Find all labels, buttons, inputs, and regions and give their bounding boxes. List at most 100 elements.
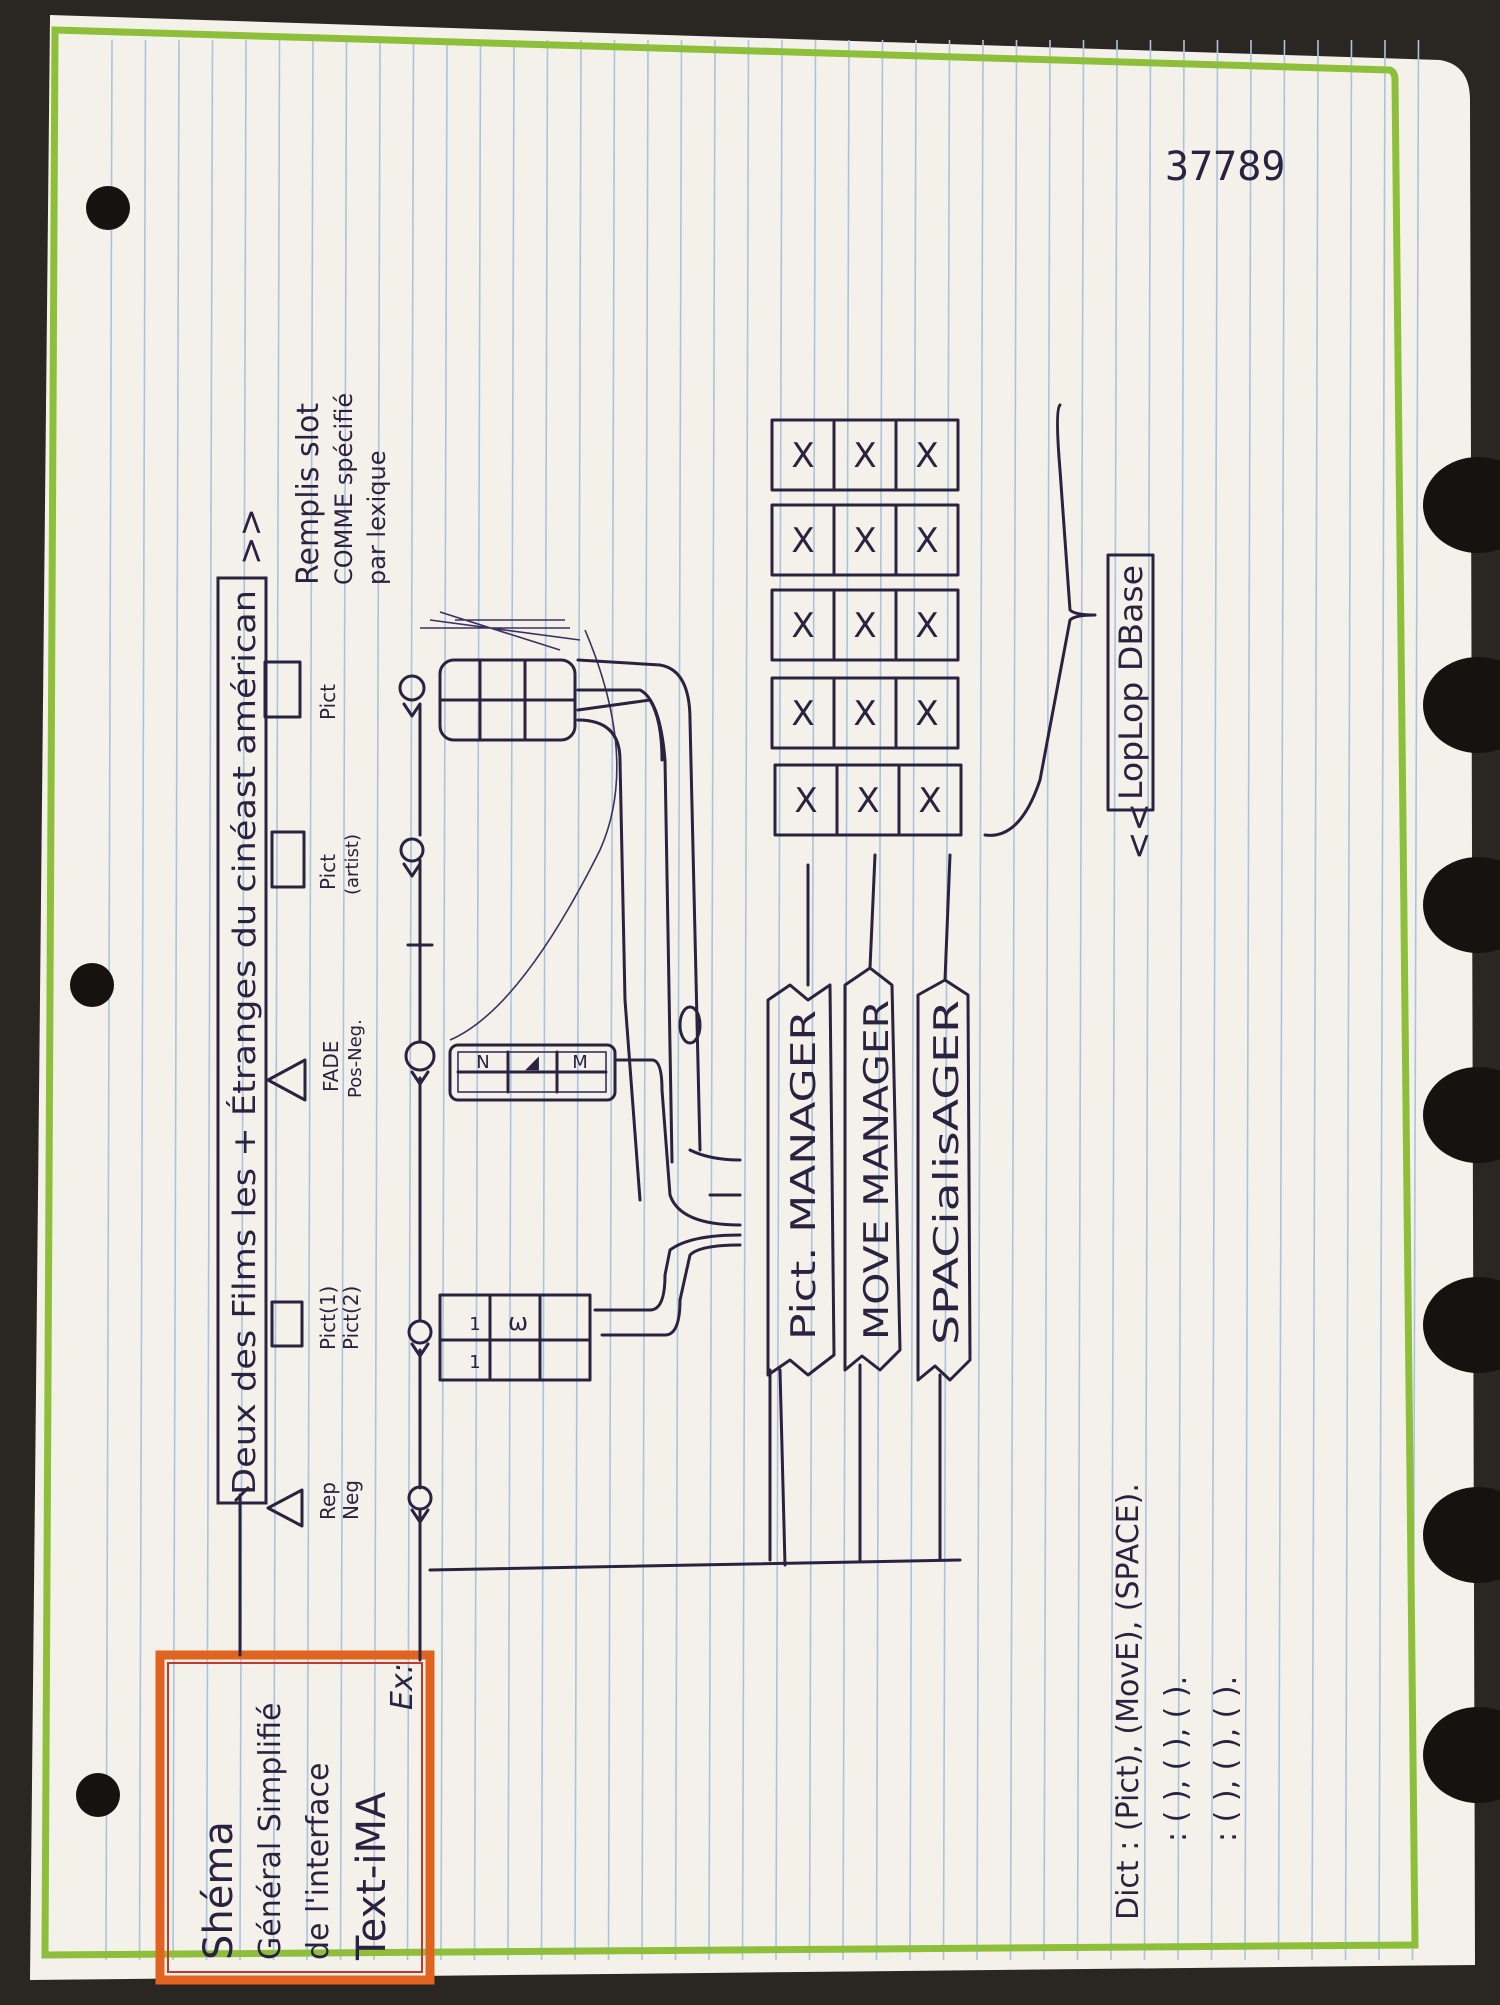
database-cell-mark: X — [915, 436, 938, 476]
timeline — [398, 674, 436, 1572]
database-cell-mark: X — [915, 694, 938, 734]
rule-line — [641, 39, 649, 1961]
rule-line — [775, 39, 783, 1961]
rule-line — [875, 39, 884, 1961]
database-cell — [894, 503, 960, 577]
manager-connectors — [576, 658, 742, 1337]
rule-line — [674, 39, 683, 1961]
rule-line — [473, 39, 482, 1961]
title-line-2: Général Simplifié — [253, 1703, 288, 1960]
slot-pict-artist: Pict (artist) — [270, 830, 363, 895]
rule-line — [1344, 39, 1353, 1961]
database-cell-mark: X — [915, 606, 938, 646]
grid-b: N ◢ M — [448, 1043, 617, 1102]
rule-line — [976, 39, 984, 1961]
rule-line — [1177, 39, 1185, 1961]
manager-spacial-label: SPACialisAGER — [927, 1000, 967, 1345]
rule-line — [708, 39, 716, 1961]
slot-fade: FADE Pos-Neg. — [266, 1019, 366, 1102]
rule-line — [406, 39, 415, 1961]
slot-fade-line-1: FADE — [319, 1041, 343, 1092]
slot-pict-line-1: Pict — [316, 684, 340, 720]
rule-line — [574, 39, 582, 1961]
film-bar-label: Deux des Films les + Étranges du cinéast… — [227, 590, 263, 1495]
rule-line — [1378, 39, 1386, 1961]
rule-line — [942, 39, 951, 1961]
rule-line — [1244, 39, 1252, 1961]
margin-border — [41, 26, 1419, 1959]
dict-line-2: : ( ), ( ), ( ). — [1159, 1676, 1194, 1842]
grid-a-cell-5: ω — [508, 1308, 528, 1336]
rule-line — [808, 39, 817, 1961]
database-cell-mark: X — [853, 436, 876, 476]
side-note-line-3: par lexique — [363, 450, 391, 585]
side-note-line-2: COMME spécifié — [330, 393, 358, 585]
ex-label: Ex: — [385, 1663, 420, 1710]
rule-line — [339, 39, 348, 1961]
database-arrow: << — [1119, 803, 1159, 860]
database-cell-mark: X — [915, 521, 938, 561]
serial-number: 37789 — [1165, 144, 1285, 190]
rule-line — [1311, 39, 1319, 1961]
rule-line — [306, 39, 314, 1961]
database-brace — [983, 403, 1097, 837]
manager-pict-label: Pict. MANAGER — [784, 1010, 824, 1340]
grid-a-cell-2: 1 — [469, 1352, 480, 1373]
rule-line — [373, 39, 381, 1961]
rule-line — [741, 39, 750, 1961]
slot-pict-artist-line-2: (artist) — [342, 834, 363, 895]
rule-line — [1143, 39, 1152, 1961]
database-cell-mark: X — [918, 781, 941, 821]
slot-rep-neg: Rep Neg — [266, 1480, 363, 1528]
film-bar-arrow: >> — [231, 508, 271, 565]
title-line-4: Text-iMA — [349, 1791, 395, 1961]
notch-tabs — [1423, 457, 1500, 1803]
database-cell — [894, 588, 960, 662]
rule-line — [607, 39, 616, 1961]
database-cell-mark: X — [853, 521, 876, 561]
slot-pict-1-2: Pict(1) Pict(2) — [270, 1286, 363, 1350]
database-label-box: LopLop DBase << — [1106, 553, 1159, 860]
rule-line — [205, 39, 214, 1961]
grid-a: 1 1 ω — [438, 1293, 592, 1382]
rule-line — [138, 39, 147, 1961]
rule-line — [1009, 39, 1018, 1961]
title-line-1: Shéma — [196, 1821, 242, 1960]
database-cell-mark: X — [791, 521, 814, 561]
grid-b-cell-1: N — [476, 1052, 489, 1073]
bus-lines — [428, 1368, 962, 1572]
manager-spacial: SPACialisAGER — [916, 853, 972, 1562]
grid-a-cell-1: 1 — [469, 1314, 480, 1335]
rule-line — [1043, 39, 1051, 1961]
rule-line — [172, 39, 180, 1961]
grid-b-cell-2: ◢ — [525, 1052, 539, 1073]
dict-line-3: : ( ), ( ), ( ). — [1209, 1676, 1244, 1842]
slot-pict-1-2-line-2: Pict(2) — [339, 1286, 363, 1350]
database-cell-mark: X — [794, 781, 817, 821]
database-cell — [894, 676, 960, 750]
rule-line — [507, 39, 515, 1961]
database-cell — [897, 763, 963, 837]
side-note: Remplis slot COMME spécifié par lexique — [291, 393, 391, 585]
binder-holes — [70, 186, 130, 1817]
grid-b-cell-3: M — [572, 1052, 588, 1073]
title-line-3: de l'interface — [301, 1763, 336, 1960]
rule-line — [909, 39, 917, 1961]
slot-pict: Pict — [263, 660, 340, 720]
rule-line — [1076, 39, 1085, 1961]
dict-line-1: Dict : (Pict), (MovE), (SPACE). — [1111, 1483, 1146, 1920]
slot-rep-neg-line-1: Rep — [316, 1482, 340, 1520]
database-cell-mark: X — [791, 694, 814, 734]
film-bar: Deux des Films les + Étranges du cinéast… — [216, 508, 271, 1505]
database-label: LopLop DBase — [1112, 565, 1150, 800]
slot-pict-1-2-line-1: Pict(1) — [316, 1286, 340, 1350]
side-note-line-1: Remplis slot — [291, 403, 326, 585]
slot-pict-artist-line-1: Pict — [316, 854, 340, 890]
database-cell — [894, 418, 960, 492]
slot-fade-line-2: Pos-Neg. — [345, 1019, 366, 1098]
rule-line — [1210, 39, 1219, 1961]
ruled-lines — [105, 39, 1420, 1961]
